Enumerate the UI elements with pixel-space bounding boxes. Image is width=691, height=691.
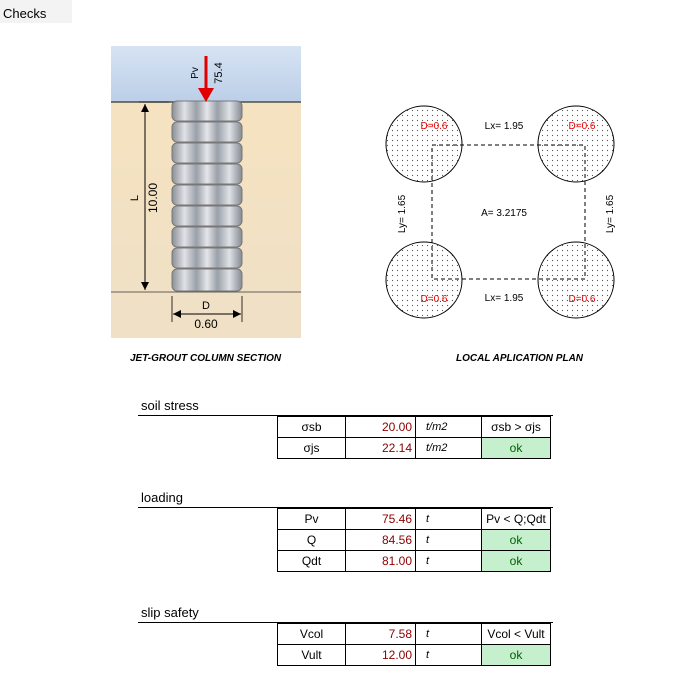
value-cell[interactable]: 12.00 bbox=[345, 644, 416, 666]
loading-title: loading bbox=[141, 490, 183, 505]
section-divider bbox=[138, 415, 553, 416]
value-cell[interactable]: 75.46 bbox=[345, 508, 416, 530]
value-cell[interactable]: 84.56 bbox=[345, 529, 416, 551]
circle-label: D=0.6 bbox=[421, 294, 448, 305]
result-cell[interactable]: ok bbox=[481, 437, 551, 459]
result-cell[interactable]: σsb > σjs bbox=[481, 416, 551, 438]
slip-safety-table: Vcol 7.58 t Vcol < Vult Vult 12.00 t ok bbox=[277, 623, 551, 666]
symbol-cell[interactable]: Pv bbox=[277, 508, 346, 530]
soil-stress-title: soil stress bbox=[141, 398, 199, 413]
value-cell[interactable]: 22.14 bbox=[345, 437, 416, 459]
column-circle bbox=[385, 105, 463, 183]
soil-stress-table: σsb 20.00 t/m2 σsb > σjs σjs 22.14 t/m2 … bbox=[277, 416, 551, 459]
table-row: Pv 75.46 t Pv < Q;Qdt bbox=[277, 508, 551, 530]
result-cell[interactable]: ok bbox=[481, 550, 551, 572]
length-value: 10.00 bbox=[146, 183, 160, 213]
diameter-label: D bbox=[202, 300, 210, 312]
area-label: A= 3.2175 bbox=[481, 208, 527, 219]
length-label: L bbox=[129, 195, 141, 201]
unit-cell[interactable]: t bbox=[415, 550, 482, 572]
application-plan-diagram: D=0.6 D=0.6 D=0.6 D=0.6 Lx= 1.95 Lx= 1.9… bbox=[385, 105, 616, 319]
symbol-cell[interactable]: Q bbox=[277, 529, 346, 551]
symbol-cell[interactable]: Vult bbox=[277, 644, 346, 666]
table-row: Q 84.56 t ok bbox=[277, 529, 551, 551]
pv-value: 75.4 bbox=[213, 62, 225, 83]
lx-top-label: Lx= 1.95 bbox=[485, 121, 524, 132]
section-caption: JET-GROUT COLUMN SECTION bbox=[130, 353, 282, 364]
column-circle bbox=[537, 241, 615, 319]
result-cell[interactable]: Vcol < Vult bbox=[481, 623, 551, 645]
jet-grout-section-diagram: Pv 75.4 L 10.00 D 0.60 bbox=[111, 46, 301, 338]
symbol-cell[interactable]: σjs bbox=[277, 437, 346, 459]
circle-label: D=0.6 bbox=[421, 121, 448, 132]
symbol-cell[interactable]: σsb bbox=[277, 416, 346, 438]
table-row: σjs 22.14 t/m2 ok bbox=[277, 437, 551, 459]
unit-cell[interactable]: t/m2 bbox=[415, 416, 482, 438]
ly-left-label: Ly= 1.65 bbox=[397, 194, 408, 233]
unit-cell[interactable]: t bbox=[415, 508, 482, 530]
value-cell[interactable]: 81.00 bbox=[345, 550, 416, 572]
area-outline bbox=[431, 144, 586, 280]
symbol-cell[interactable]: Qdt bbox=[277, 550, 346, 572]
load-arrow-icon bbox=[198, 56, 214, 102]
circle-label: D=0.6 bbox=[569, 121, 596, 132]
unit-cell[interactable]: t bbox=[415, 529, 482, 551]
table-row: Vult 12.00 t ok bbox=[277, 644, 551, 666]
unit-cell[interactable]: t bbox=[415, 644, 482, 666]
symbol-cell[interactable]: Vcol bbox=[277, 623, 346, 645]
result-cell[interactable]: Pv < Q;Qdt bbox=[481, 508, 551, 530]
ly-right-label: Ly= 1.65 bbox=[605, 194, 616, 233]
value-cell[interactable]: 20.00 bbox=[345, 416, 416, 438]
unit-cell[interactable]: t bbox=[415, 623, 482, 645]
lx-bottom-label: Lx= 1.95 bbox=[485, 293, 524, 304]
table-row: Qdt 81.00 t ok bbox=[277, 550, 551, 572]
loading-table: Pv 75.46 t Pv < Q;Qdt Q 84.56 t ok Qdt 8… bbox=[277, 508, 551, 572]
section-divider bbox=[138, 507, 553, 508]
plan-caption: LOCAL APLICATION PLAN bbox=[456, 353, 584, 364]
value-cell[interactable]: 7.58 bbox=[345, 623, 416, 645]
tab-checks[interactable]: Checks bbox=[0, 0, 72, 23]
column-circle bbox=[537, 105, 615, 183]
grout-column bbox=[171, 100, 243, 292]
table-row: σsb 20.00 t/m2 σsb > σjs bbox=[277, 416, 551, 438]
result-cell[interactable]: ok bbox=[481, 644, 551, 666]
pv-label: Pv bbox=[190, 67, 201, 79]
diameter-dimension bbox=[171, 296, 243, 322]
column-circle bbox=[385, 241, 463, 319]
diameter-value: 0.60 bbox=[194, 317, 218, 331]
table-row: Vcol 7.58 t Vcol < Vult bbox=[277, 623, 551, 645]
length-dimension bbox=[139, 101, 169, 290]
result-cell[interactable]: ok bbox=[481, 529, 551, 551]
circle-label: D=0.6 bbox=[569, 294, 596, 305]
section-divider bbox=[138, 622, 553, 623]
unit-cell[interactable]: t/m2 bbox=[415, 437, 482, 459]
slip-safety-title: slip safety bbox=[141, 605, 199, 620]
